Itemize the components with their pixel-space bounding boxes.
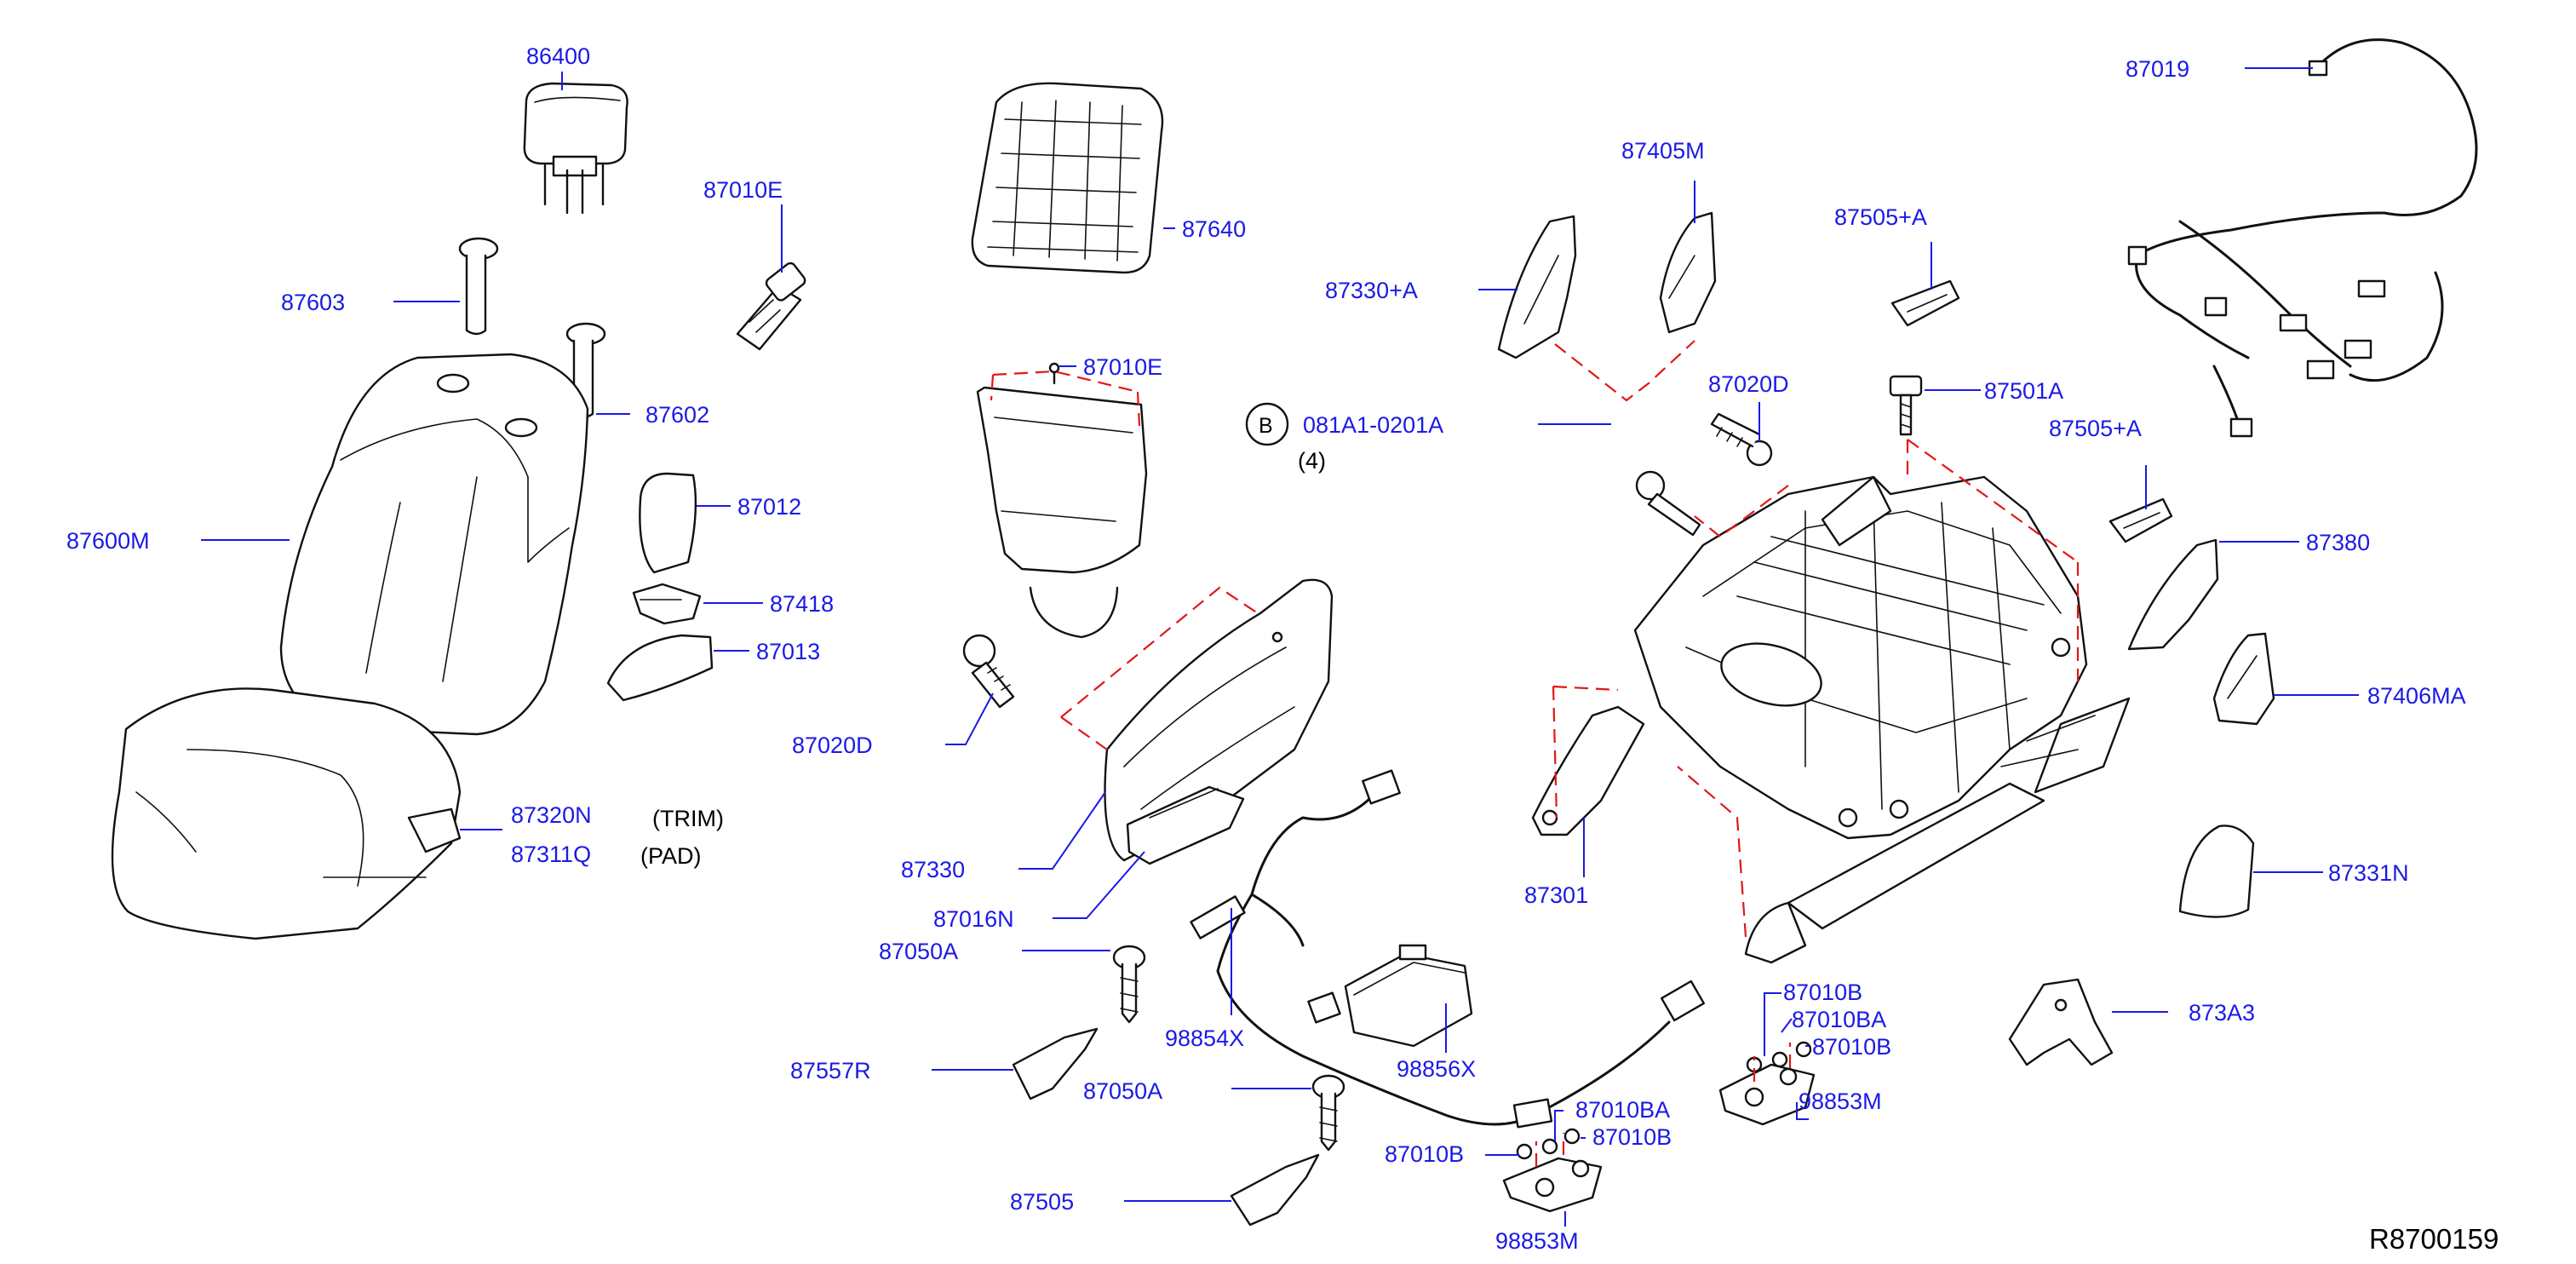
callout-86400: 86400 [526,43,590,69]
bracket-87405M [1659,211,1717,334]
callout-87406MA: 87406MA [2367,683,2466,709]
note-pad: (PAD) [640,843,702,869]
seat-frame [1633,475,2131,964]
screw-87020D-right [1710,412,1773,467]
callout-87013: 87013 [756,639,820,664]
clip-87505 [1230,1153,1320,1227]
seat-cushion [111,687,462,940]
callout-87050A-upper: 87050A [879,939,958,964]
callout-87010E-knob: 87010E [703,177,783,203]
bolt-081A1 [1635,470,1701,537]
cover-87380 [2127,538,2219,651]
callout-87505A-lower: 87505+A [2049,416,2142,441]
headrest-part [523,82,628,215]
callout-081A1-0201A: 081A1-0201A [1303,412,1443,438]
callout-87010B-r1: 87010B [1783,980,1862,1005]
lever-87418 [632,583,702,625]
note-trim: (TRIM) [652,806,724,831]
screw-87050A-upper [1112,945,1146,1024]
callout-98854X: 98854X [1165,1026,1244,1051]
note-qty: (4) [1298,448,1326,474]
callout-87016N: 87016N [933,906,1014,932]
callout-87020D-right: 87020D [1708,371,1789,397]
clip-87557R [1012,1027,1099,1100]
back-panel [976,362,1148,639]
callout-87019: 87019 [2126,56,2189,82]
callout-87505: 87505 [1010,1189,1074,1215]
callout-87405M: 87405M [1621,138,1705,164]
seatback-trim [279,353,589,736]
callout-87012: 87012 [737,494,801,520]
callout-87505A-upper: 87505+A [1834,204,1927,230]
clip-87505A-upper [1890,279,1960,327]
callout-87501A: 87501A [1984,378,2063,404]
callout-87020D-left: 87020D [792,733,873,758]
reference-code: R8700159 [2369,1223,2499,1255]
callout-87010BA-r: 87010BA [1792,1007,1886,1032]
callout-87010B-r2: 87010B [1812,1034,1891,1060]
back-board-87640 [971,82,1164,274]
callout-87010B-l2: 87010B [1592,1124,1672,1150]
callout-87380: 87380 [2306,530,2370,555]
rail-cover-87301 [1531,705,1645,836]
callout-87557R: 87557R [790,1058,871,1083]
callout-87320N: 87320N [511,802,592,828]
screw-87050A-lower [1311,1074,1345,1152]
callout-87600M: 87600M [66,528,150,554]
callout-87010E-board: 87010E [1083,354,1162,380]
callout-98853M-left: 98853M [1495,1228,1579,1254]
headrest-guide-87603 [458,237,499,336]
rail-assembly-98853M-left [1502,1128,1603,1213]
bracket-873A3 [2008,978,2114,1066]
knob-87010E [736,261,806,351]
harness-98854X [1190,769,1706,1129]
callout-873A3: 873A3 [2189,1000,2255,1026]
callout-87010BA-l: 87010BA [1575,1097,1670,1123]
callout-87603: 87603 [281,290,345,315]
module-98856X [1344,944,1473,1048]
knob-cover-87012 [639,472,697,574]
callout-87602: 87602 [645,402,709,428]
side-panel-87330 [1104,578,1334,862]
callout-87330A: 87330+A [1325,278,1418,303]
callout-87050A-lower: 87050A [1083,1078,1162,1104]
screw-87020D-left [962,634,1015,709]
bolt-note-symbol: B [1259,414,1273,438]
cover-87406MA [2212,632,2275,726]
switch-87016N [1126,785,1245,865]
callout-98856X: 98856X [1397,1056,1476,1082]
callout-87311Q: 87311Q [511,842,591,867]
callout-87640: 87640 [1182,216,1246,242]
bolt-87501A [1889,375,1923,436]
callout-87418: 87418 [770,591,834,617]
callout-98853M-right: 98853M [1799,1089,1882,1114]
harness-87019 [2127,38,2478,438]
callout-87330: 87330 [901,857,965,882]
finisher-87013 [606,634,714,702]
callout-87301: 87301 [1524,882,1588,908]
leader-lines [201,67,2359,1227]
cap-87331N [2178,824,2255,918]
clip-87505A-lower [2108,497,2173,543]
callout-87010B-l1: 87010B [1385,1141,1464,1167]
bolt-note [1245,402,1289,446]
bracket-87330A [1497,215,1577,359]
callout-87331N: 87331N [2328,860,2409,886]
